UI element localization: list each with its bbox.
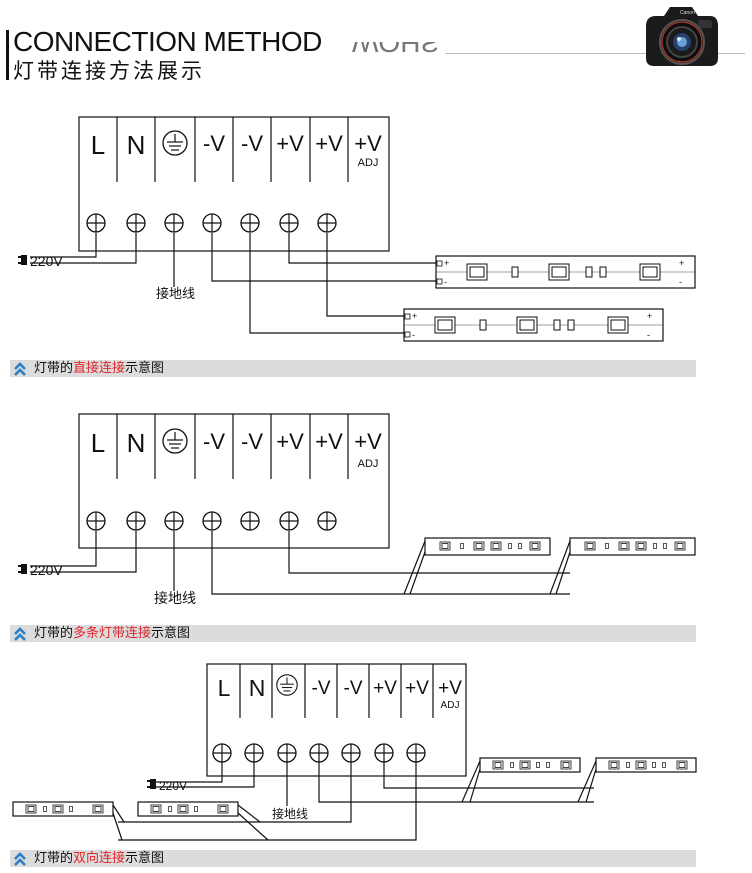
double-chevron-up-icon (14, 852, 26, 866)
ac-input-label: 220V (30, 562, 63, 578)
terminal-label-adj-bottom: ADJ (358, 157, 379, 169)
terminal-label-pos2: +V (315, 131, 343, 156)
caption-multi-strip-connection: 灯带的多条灯带连接示意图 (10, 625, 696, 642)
terminal-label-neg2: -V (241, 429, 263, 454)
terminal-label-adj-bottom: ADJ (441, 700, 460, 711)
strip-minus-label: - (647, 330, 650, 340)
terminal-label-adj-top: +V (354, 131, 382, 156)
strip-plus-label: + (444, 258, 449, 268)
terminal-label-n: N (249, 675, 266, 701)
page-subtitle: 灯带连接方法展示 (13, 59, 205, 83)
strip-minus-label: - (412, 330, 415, 340)
terminal-label-n: N (127, 428, 146, 458)
terminal-label-neg2: -V (344, 678, 363, 699)
terminal-label-l: L (218, 675, 231, 701)
caption-direct-connection: 灯带的直接连接示意图 (10, 360, 696, 377)
ground-label: 接地线 (154, 590, 196, 607)
terminal-label-l: L (91, 130, 105, 160)
strip-minus-label: - (444, 277, 447, 287)
terminal-label-pos1: +V (276, 429, 304, 454)
page-title: CONNECTION METHOD (13, 26, 322, 57)
caption-text: 灯带的直接连接示意图 (34, 361, 165, 376)
terminal-label-neg1: -V (312, 678, 331, 699)
strip-minus-label: - (679, 277, 682, 287)
terminal-label-pos2: +V (405, 678, 429, 699)
caption-bidirectional-connection: 灯带的双向连接示意图 (10, 850, 696, 867)
title-accent-bar (6, 30, 9, 80)
ac-input-label: 220V (30, 253, 63, 269)
terminal-label-adj-top: +V (438, 678, 462, 699)
terminal-label-pos1: +V (373, 678, 397, 699)
page-header: CONNECTION METHOD WOHS 灯带连接方法展示 Canon (0, 0, 752, 95)
double-chevron-up-icon (14, 362, 26, 376)
ground-label: 接地线 (272, 806, 308, 821)
ac-input-label: 220V (159, 779, 187, 793)
terminal-label-pos2: +V (315, 429, 343, 454)
ground-label: 接地线 (156, 286, 195, 302)
led-strip-1b (404, 313, 629, 338)
terminal-label-adj-bottom: ADJ (358, 458, 379, 470)
header-divider (445, 53, 745, 54)
terminal-label-neg1: -V (203, 429, 225, 454)
terminal-label-neg2: -V (241, 131, 263, 156)
terminal-label-pos1: +V (276, 131, 304, 156)
led-strips-diagram-2 (439, 541, 686, 551)
led-strip-1a (436, 260, 661, 285)
strip-plus-label: + (647, 311, 652, 321)
terminal-label-n: N (127, 130, 146, 160)
terminal-label-l: L (91, 428, 105, 458)
terminal-label-neg1: -V (203, 131, 225, 156)
caption-text: 灯带的双向连接示意图 (34, 851, 165, 866)
svg-text:Canon: Canon (680, 10, 695, 16)
strip-plus-label: + (679, 258, 684, 268)
camera-icon: Canon (646, 7, 718, 66)
terminal-label-adj-top: +V (354, 429, 382, 454)
caption-text: 灯带的多条灯带连接示意图 (34, 626, 191, 641)
double-chevron-up-icon (14, 627, 26, 641)
strip-plus-label: + (412, 311, 417, 321)
